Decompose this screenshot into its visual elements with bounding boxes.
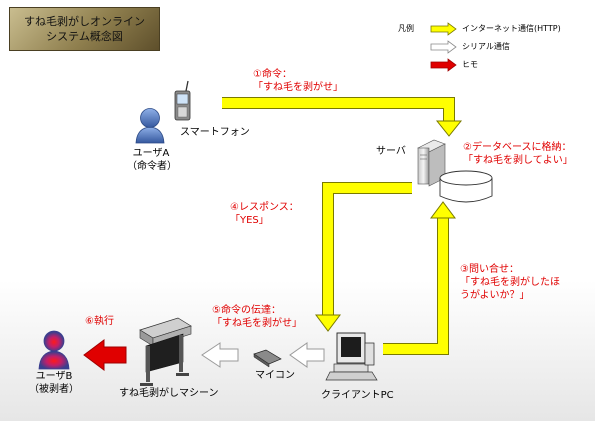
mycon-icon	[253, 349, 282, 368]
user-b-person-icon	[38, 330, 70, 370]
user-b-label: ユーザB （被剥者）	[28, 370, 80, 396]
title-line2: システム概念図	[46, 30, 123, 43]
smartphone-label: スマートフォン	[180, 127, 250, 138]
smartphone-icon	[174, 80, 191, 121]
step3-line2: 「すね毛を剥がしたほ	[460, 277, 560, 288]
machine-label: すね毛剥がしマシーン	[119, 388, 219, 399]
legend-http-arrow	[430, 22, 457, 36]
legend-string-arrow	[430, 58, 457, 72]
step3-label: ③問い合せ： 「すね毛を剥がしたほ うがよいか？」	[460, 263, 560, 302]
step2-line1: ②データベースに格納：	[463, 142, 572, 153]
http-arrow-server-to-pc	[315, 182, 412, 332]
user-a-label: ユーザA （命令者）	[127, 147, 177, 173]
user-a-line1: ユーザA	[132, 148, 170, 159]
legend-heading: 凡例	[398, 24, 414, 33]
user-a-person-icon	[135, 108, 165, 144]
user-a-line2: （命令者）	[127, 161, 177, 172]
step5-label: ⑤命令の伝達： 「すね毛を剥がせ」	[212, 304, 302, 330]
http-arrow-phone-to-server	[222, 97, 463, 137]
step5-line1: ⑤命令の伝達：	[212, 305, 281, 316]
step3-line3: うがよいか？」	[460, 290, 530, 301]
step2-label: ②データベースに格納： 「すね毛を剥してよい」	[463, 141, 573, 167]
step5-line2: 「すね毛を剥がせ」	[212, 318, 302, 329]
title-line1: すね毛剥がしオンライン	[24, 15, 145, 28]
mycon-label: マイコン	[255, 370, 295, 381]
legend-serial-arrow	[430, 40, 457, 54]
step2-line2: 「すね毛を剥してよい」	[463, 155, 573, 166]
step6-label: ⑥執行	[85, 316, 114, 327]
client-pc-icon	[325, 332, 378, 381]
step4-line1: ④レスポンス：	[230, 202, 299, 213]
step4-line2: 「YES」	[230, 215, 269, 226]
machine-icon	[139, 317, 192, 386]
diagram-title: すね毛剥がしオンライン システム概念図	[9, 7, 160, 51]
client-pc-label: クライアントPC	[321, 390, 394, 401]
step1-line2: 「すね毛を剥がせ」	[253, 82, 343, 93]
serial-arrow-mycon-to-machine	[201, 342, 239, 368]
step1-label: ①命令： 「すね毛を剥がせ」	[253, 68, 343, 94]
string-arrow-machine-to-userb	[83, 339, 127, 371]
database-icon	[439, 170, 493, 203]
serial-arrow-pc-to-mycon	[289, 342, 325, 368]
legend-string-label: ヒモ	[462, 60, 478, 69]
legend-http-label: インターネット通信(HTTP)	[462, 24, 561, 33]
step4-label: ④レスポンス： 「YES」	[230, 201, 299, 227]
server-label: サーバ	[376, 146, 406, 157]
step3-line1: ③問い合せ：	[460, 264, 519, 275]
user-b-line1: ユーザB	[35, 371, 73, 382]
legend-serial-label: シリアル通信	[462, 42, 510, 51]
http-arrow-pc-to-server	[383, 201, 456, 355]
step1-line1: ①命令：	[253, 69, 292, 80]
user-b-line2: （被剥者）	[29, 384, 79, 395]
